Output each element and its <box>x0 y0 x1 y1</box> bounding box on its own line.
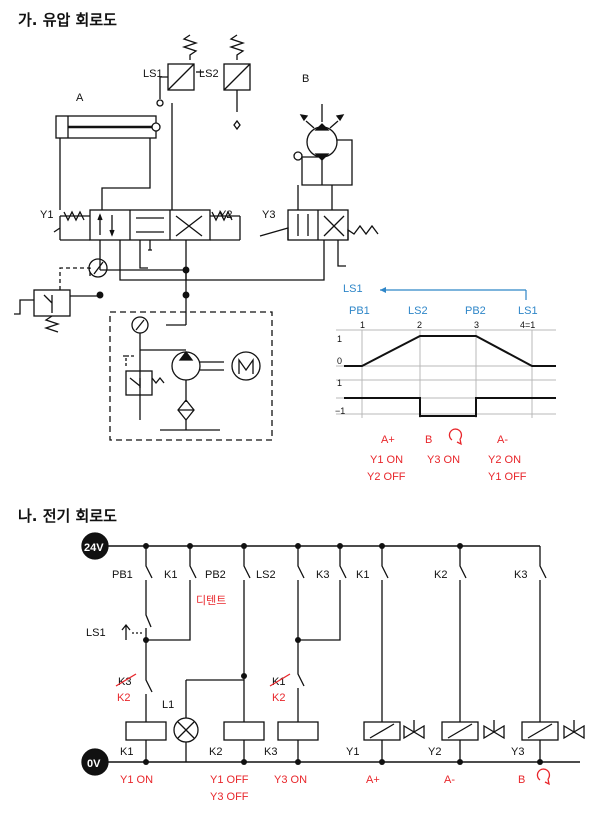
note-y3-on: Y3 ON <box>274 774 307 786</box>
timing-note-aplus: A+ <box>381 434 395 446</box>
timing-num-1: 1 <box>360 320 365 330</box>
cylinder-a-label: A <box>76 92 84 104</box>
timing-step-ls2: LS2 <box>408 305 428 317</box>
solenoid-y2-label: Y2 <box>428 746 441 758</box>
motor-b <box>293 104 353 186</box>
valve-symbol-y3 <box>563 724 585 740</box>
contact-k3a-label: K3 <box>316 569 329 581</box>
solenoid-y3-label: Y3 <box>511 746 524 758</box>
hydraulic-circuit: A LS1 LS2 <box>14 34 379 441</box>
timing-row-neg1: −1 <box>335 406 345 416</box>
timing-note-y3on: Y3 ON <box>427 454 460 466</box>
ls2-label: LS2 <box>199 68 219 80</box>
ls1-label: LS1 <box>143 68 163 80</box>
timing-note-y2on: Y2 ON <box>488 454 521 466</box>
note-a-plus: A+ <box>366 774 380 786</box>
solenoid-y1-label: Y1 <box>346 746 359 758</box>
timing-chart: LS1 PB1 LS2 PB2 LS1 1 2 3 4=1 <box>335 283 556 483</box>
coil-k3 <box>277 721 319 741</box>
timing-note-y1off: Y1 OFF <box>488 471 527 483</box>
coil-k1-label: K1 <box>120 746 133 758</box>
electric-section-title: 나. 전기 회로도 <box>18 507 117 525</box>
coil-k1 <box>125 721 167 741</box>
y1-label: Y1 <box>40 209 53 221</box>
electric-circuit <box>81 532 585 776</box>
cylinder-a <box>55 115 161 148</box>
note-a-minus: A- <box>444 774 455 786</box>
detent-note: 디텐트 <box>196 594 226 607</box>
pressure-gauge-left <box>88 258 108 278</box>
valve-symbol-y1 <box>403 724 425 740</box>
timing-note-b: B <box>425 434 432 446</box>
contact-pb2-label: PB2 <box>205 569 226 581</box>
contact-k2-label: K2 <box>434 569 447 581</box>
timing-note-y2off: Y2 OFF <box>367 471 406 483</box>
k2-replacement-1: K2 <box>117 692 130 704</box>
valve-y3 <box>259 209 379 267</box>
timing-row-1: 1 <box>337 334 342 344</box>
timing-row-1b: 1 <box>337 378 342 388</box>
k2-replacement-2: K2 <box>272 692 285 704</box>
ls1-switch <box>156 34 204 107</box>
timing-step-pb1: PB1 <box>349 305 370 317</box>
rotate-icon-bottom <box>536 768 551 786</box>
coil-k2-label: K2 <box>209 746 222 758</box>
y3-label: Y3 <box>262 209 275 221</box>
power-unit-box <box>109 311 273 441</box>
timing-num-3: 3 <box>474 320 479 330</box>
timing-row-0: 0 <box>337 356 342 366</box>
timing-note-y1on: Y1 ON <box>370 454 403 466</box>
ls2-switch <box>223 34 251 131</box>
coil-k2 <box>223 721 265 741</box>
rotate-icon <box>448 428 463 446</box>
note-b: B <box>518 774 525 786</box>
relief-valve-left <box>14 267 100 333</box>
coil-k3-label: K3 <box>264 746 277 758</box>
supply-0v-label: 0V <box>87 758 101 770</box>
ls1-arrow-icon <box>121 623 131 640</box>
timing-cylinder-trace <box>344 335 556 367</box>
contact-pb1-label: PB1 <box>112 569 133 581</box>
note-y1-off: Y1 OFF <box>210 774 249 786</box>
electric-motor <box>231 351 261 381</box>
y2-label: Y2 <box>219 209 232 221</box>
contact-ls1-label: LS1 <box>86 627 106 639</box>
note-y3-off: Y3 OFF <box>210 791 249 803</box>
contact-k3b-label: K3 <box>514 569 527 581</box>
note-y1-on: Y1 ON <box>120 774 153 786</box>
contact-k1b-label: K1 <box>356 569 369 581</box>
hydraulic-section-title: 가. 유압 회로도 <box>18 11 117 29</box>
contact-k1a-label: K1 <box>164 569 177 581</box>
timing-step-ls1: LS1 <box>518 305 538 317</box>
contact-ls2-label: LS2 <box>256 569 276 581</box>
motor-b-label: B <box>302 73 309 85</box>
timing-note-aminus: A- <box>497 434 508 446</box>
valve-y1-y2 <box>53 209 241 269</box>
timing-step-pb2: PB2 <box>465 305 486 317</box>
timing-num-4: 4=1 <box>520 320 535 330</box>
timing-motor-trace <box>344 397 556 417</box>
timing-num-2: 2 <box>417 320 422 330</box>
lamp-l1-label: L1 <box>162 699 174 711</box>
supply-24v-label: 24V <box>84 542 104 554</box>
timing-ls1-top: LS1 <box>343 283 363 295</box>
valve-symbol-y2 <box>483 724 505 740</box>
